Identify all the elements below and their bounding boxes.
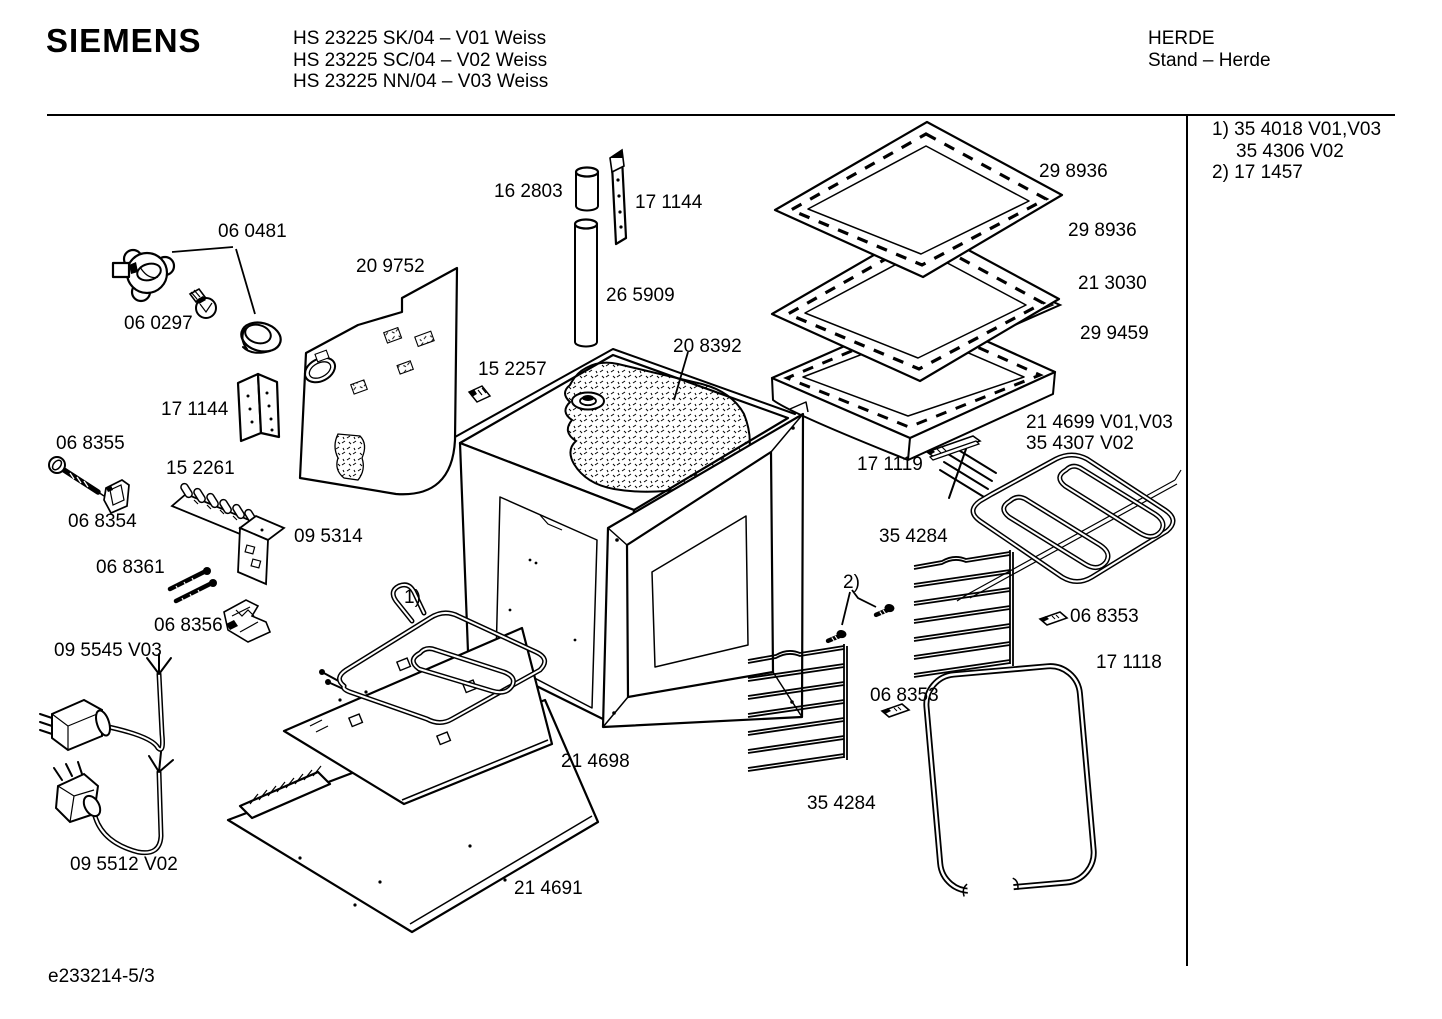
category-title: HERDE: [1148, 28, 1215, 49]
latch-06-8356: [223, 599, 272, 643]
power-cord-09-5545: [39, 653, 172, 752]
clamp-06-8354: [103, 479, 130, 515]
model-line-3: HS 23225 NN/04 – V03 Weiss: [293, 71, 549, 92]
part-label: 29 9459: [1080, 323, 1149, 344]
model-list: HS 23225 SK/04 – V01 Weiss HS 23225 SC/0…: [293, 28, 548, 93]
door-gasket-17-1118: [923, 663, 1097, 903]
lamp-cover-knob: [240, 321, 282, 354]
screws-06-8361: [167, 567, 217, 604]
variant-note-1b: 35 4306 V02: [1236, 140, 1344, 162]
screw-06-8355: [48, 456, 105, 497]
part-label: 29 8936: [1039, 161, 1108, 182]
grill-element-21-4699: [939, 445, 1176, 584]
insulation-pad-20-8392: [564, 351, 751, 493]
lamp-socket: [111, 248, 176, 303]
category-block: HERDE Stand – Herde: [1148, 28, 1271, 71]
mounting-bracket-left: [236, 372, 281, 443]
category-subtitle: Stand – Herde: [1148, 49, 1271, 71]
part-label: 1): [404, 587, 421, 608]
shelf-rack-right: [913, 549, 1014, 678]
chimney-tube-26-5909: [573, 218, 599, 348]
oven-lamp-bulb: [188, 287, 217, 319]
variant-note-1: 1) 35 4018 V01,V03: [1212, 119, 1382, 140]
clip-06-8353-right: [1039, 611, 1068, 626]
part-label: 2): [843, 572, 860, 593]
rear-panel: [298, 266, 459, 496]
part-label: 15 2261: [166, 458, 235, 479]
fastener-screws-2: [828, 589, 895, 644]
bracket-09-5314: [237, 514, 286, 586]
model-line-2: HS 23225 SC/04 – V02 Weiss: [293, 49, 548, 71]
part-label: 29 8936: [1068, 220, 1137, 241]
part-label: 09 5545 V03: [54, 640, 162, 661]
spacer-cylinder-16-2803: [574, 166, 600, 212]
variant-note-2: 2) 17 1457: [1212, 162, 1303, 183]
part-label: 15 2257: [478, 359, 547, 380]
part-label: 35 4307 V02: [1026, 433, 1134, 454]
mounting-strip-17-1144: [609, 148, 628, 246]
part-label: 21 4691: [514, 878, 583, 899]
part-label: 20 8392: [673, 336, 742, 357]
bottom-element-1: [319, 582, 548, 725]
part-label: 21 3030: [1078, 273, 1147, 294]
part-label: 21 4698: [561, 751, 630, 772]
part-label: 35 4284: [807, 793, 876, 814]
leader-lines-06-0481: [171, 246, 256, 315]
document-code: e233214-5/3: [48, 966, 155, 987]
part-label: 35 4284: [879, 526, 948, 547]
brand-logo: SIEMENS: [46, 22, 202, 59]
part-label: 06 8361: [96, 557, 165, 578]
baking-tray-29-8936-upper: [773, 120, 1064, 279]
part-label: 06 0481: [218, 221, 287, 242]
part-label: 06 8356: [154, 615, 223, 636]
clip-15-2257: [467, 385, 492, 403]
strip-17-1119: [925, 435, 982, 461]
part-label: 09 5314: [294, 526, 363, 547]
part-label: 20 9752: [356, 256, 425, 277]
model-line-1: HS 23225 SK/04 – V01 Weiss: [293, 28, 547, 49]
part-label: 17 1119: [857, 454, 923, 475]
vent-ring: [571, 391, 605, 411]
part-label: 06 8354: [68, 511, 137, 532]
header-divider: [47, 114, 1395, 116]
part-label: 06 8353: [1070, 606, 1139, 627]
door-frame: [601, 401, 809, 729]
part-label: 06 0297: [124, 313, 193, 334]
part-label: 17 1118: [1096, 652, 1162, 673]
part-label: 17 1144: [635, 192, 703, 213]
part-label: 16 2803: [494, 181, 563, 202]
part-label: 09 5512 V02: [70, 854, 178, 875]
variant-notes: 1) 35 4018 V01,V03 35 4306 V02 2) 17 145…: [1212, 119, 1381, 184]
part-label: 06 8353: [870, 685, 939, 706]
power-cord-09-5512: [53, 751, 174, 856]
part-label: 26 5909: [606, 285, 675, 306]
part-label: 06 8355: [56, 433, 125, 454]
part-label: 21 4699 V01,V03: [1026, 412, 1173, 433]
notes-divider: [1186, 116, 1188, 966]
part-label: 17 1144: [161, 399, 229, 420]
